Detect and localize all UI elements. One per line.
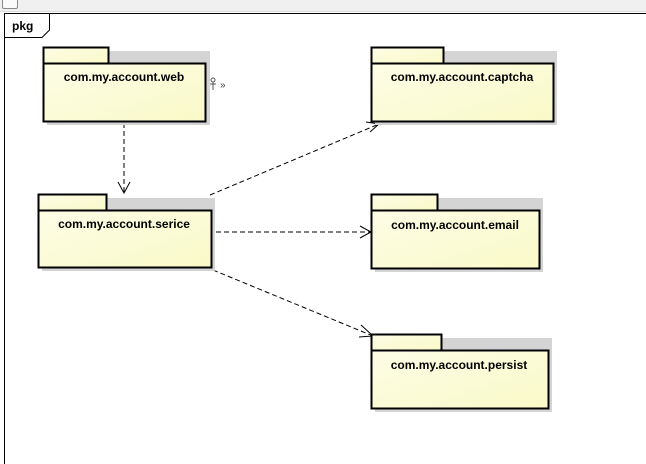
more-icon: » (220, 80, 226, 91)
package-captcha[interactable]: com.my.account.captcha (370, 46, 558, 126)
package-name: com.my.account.serice (58, 217, 190, 231)
frame-label: pkg (12, 19, 33, 33)
arrowhead-icon (117, 181, 131, 195)
dependency-service-captcha[interactable] (209, 123, 380, 196)
diagram-frame (4, 13, 646, 464)
dependencies (123, 123, 380, 337)
frame-label-box (4, 13, 50, 38)
toolbar-strip (0, 0, 646, 12)
anchor-icon (210, 77, 216, 90)
package-email[interactable]: com.my.account.email (370, 193, 544, 273)
package-persist[interactable]: com.my.account.persist (370, 333, 553, 413)
package-name: com.my.account.email (391, 218, 519, 232)
package-name: com.my.account.web (64, 70, 184, 84)
package-name: com.my.account.captcha (391, 70, 534, 84)
package-name: com.my.account.persist (391, 358, 528, 372)
package-service[interactable]: com.my.account.serice (37, 193, 216, 272)
dependency-service-persist[interactable] (212, 269, 374, 337)
toolbar-button[interactable] (2, 0, 18, 9)
package-web[interactable]: com.my.account.web (42, 46, 211, 126)
